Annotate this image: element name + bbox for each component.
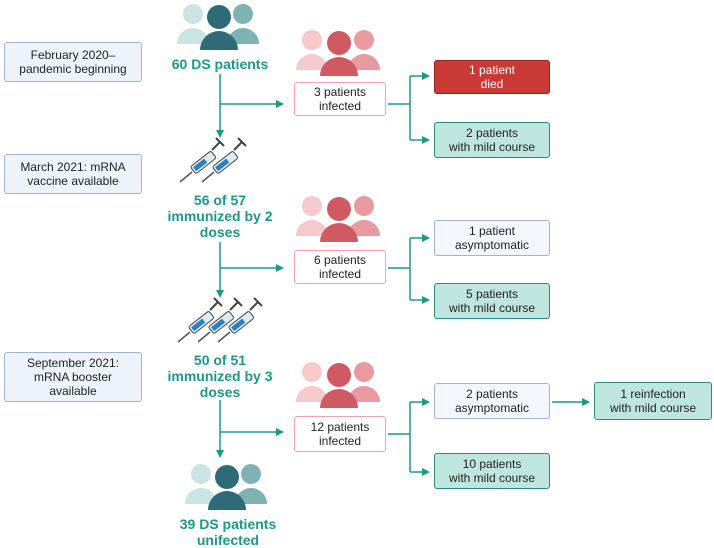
outcome-wave1-mild-box: 2 patients with mild course <box>434 122 550 158</box>
people-group-icon <box>177 4 259 50</box>
timeline-pandemic-start: February 2020– pandemic beginning <box>4 42 142 82</box>
infected-wave3-box: 12 patients infected <box>294 416 386 452</box>
outcome-wave2-mild-box: 5 patients with mild course <box>434 283 550 319</box>
outcome-wave3-mild-box: 10 patients with mild course <box>434 453 550 489</box>
people-group-icon <box>296 30 380 76</box>
cohort-dose2-label: 56 of 57 immunized by 2 doses <box>167 192 273 240</box>
cohort-start-label: 60 DS patients <box>171 56 269 72</box>
infected-wave1-box: 3 patients infected <box>294 82 386 116</box>
outcome-died-box: 1 patient died <box>434 60 550 94</box>
people-group-icon <box>296 362 380 408</box>
outcome-wave3-asymptomatic-box: 2 patients asymptomatic <box>434 383 550 419</box>
cohort-dose3-label: 50 of 51 immunized by 3 doses <box>167 352 273 400</box>
infected-wave2-box: 6 patients infected <box>294 250 386 284</box>
people-group-icon <box>296 196 380 242</box>
timeline-vaccine-available: March 2021: mRNA vaccine available <box>4 154 142 194</box>
outcome-wave2-asymptomatic-box: 1 patient asymptomatic <box>434 220 550 256</box>
people-group-icon <box>185 464 267 510</box>
outcome-reinfection-box: 1 reinfection with mild course <box>594 382 712 420</box>
syringe-icon <box>179 137 247 183</box>
cohort-end-label: 39 DS patients unifected <box>179 516 277 548</box>
syringe-icon <box>177 297 263 343</box>
timeline-booster-available: September 2021: mRNA booster available <box>4 352 142 402</box>
